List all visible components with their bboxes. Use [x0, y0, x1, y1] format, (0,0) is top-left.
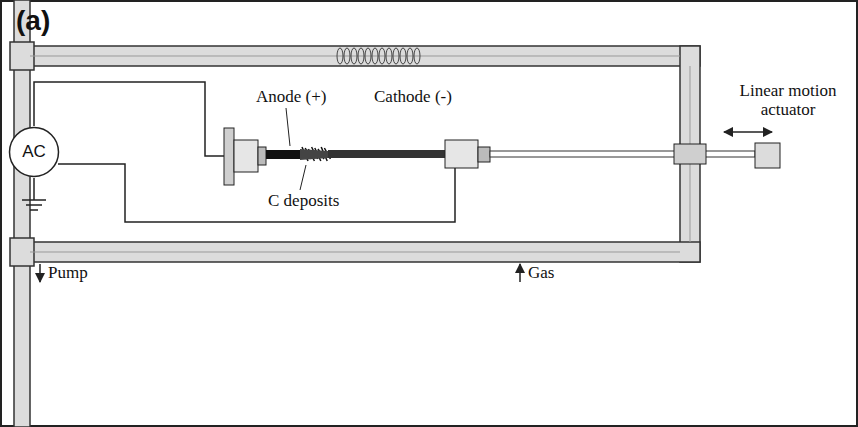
pipe-line	[30, 56, 680, 57]
coil-turn	[379, 48, 385, 64]
coil-turn	[337, 48, 343, 64]
shaft-feedthrough	[674, 144, 706, 164]
coil-turn	[393, 48, 399, 64]
anode-holder	[234, 140, 258, 172]
gas-arrow	[519, 264, 521, 282]
part-label: Linear motion actuator	[722, 82, 854, 119]
part-label: Anode (+)	[254, 88, 328, 107]
ground-symbol	[26, 204, 42, 206]
leader-line	[286, 108, 290, 146]
cathode-rod	[328, 150, 445, 158]
port-label: Gas	[526, 264, 556, 283]
coil-turn	[365, 48, 371, 64]
vacuum-chamber	[10, 0, 700, 427]
coil-turn	[386, 48, 392, 64]
ground-symbol	[22, 199, 46, 201]
deposit-body	[300, 149, 328, 160]
actuator-box	[755, 143, 780, 168]
ground-wire	[33, 178, 35, 200]
cathode-wire	[58, 164, 455, 222]
coil-turn	[400, 48, 406, 64]
wiring	[22, 82, 455, 222]
top-pipe	[30, 46, 700, 66]
cathode-holder	[445, 140, 478, 168]
anode-wire	[34, 82, 224, 156]
power-source-circle: AC	[8, 126, 60, 178]
coil-turn	[358, 48, 364, 64]
carbon-deposit	[300, 147, 330, 161]
coil-turn	[372, 48, 378, 64]
coil-turn	[351, 48, 357, 64]
coil-turn	[344, 48, 350, 64]
panel-label: (a)	[14, 6, 52, 37]
bottom-pipe	[30, 242, 700, 262]
motion-arrow	[724, 131, 772, 133]
part-label: Cathode (-)	[372, 88, 454, 107]
coil-turn	[414, 48, 420, 64]
cathode-nut	[478, 147, 490, 162]
anode-rod	[266, 150, 300, 159]
coil-turn	[407, 48, 413, 64]
actuator-shaft	[490, 151, 755, 157]
pipe-coil	[337, 48, 420, 64]
port-label: Pump	[46, 264, 90, 283]
node-text: AC	[22, 142, 46, 162]
circle-shape	[10, 128, 59, 177]
anode-collar	[258, 147, 266, 165]
ground-symbol	[30, 209, 38, 211]
anode-flange	[224, 128, 234, 185]
pipe-line	[30, 252, 680, 253]
leader-line	[300, 165, 306, 190]
pump-arrow	[39, 264, 41, 282]
part-label: C deposits	[266, 192, 341, 211]
